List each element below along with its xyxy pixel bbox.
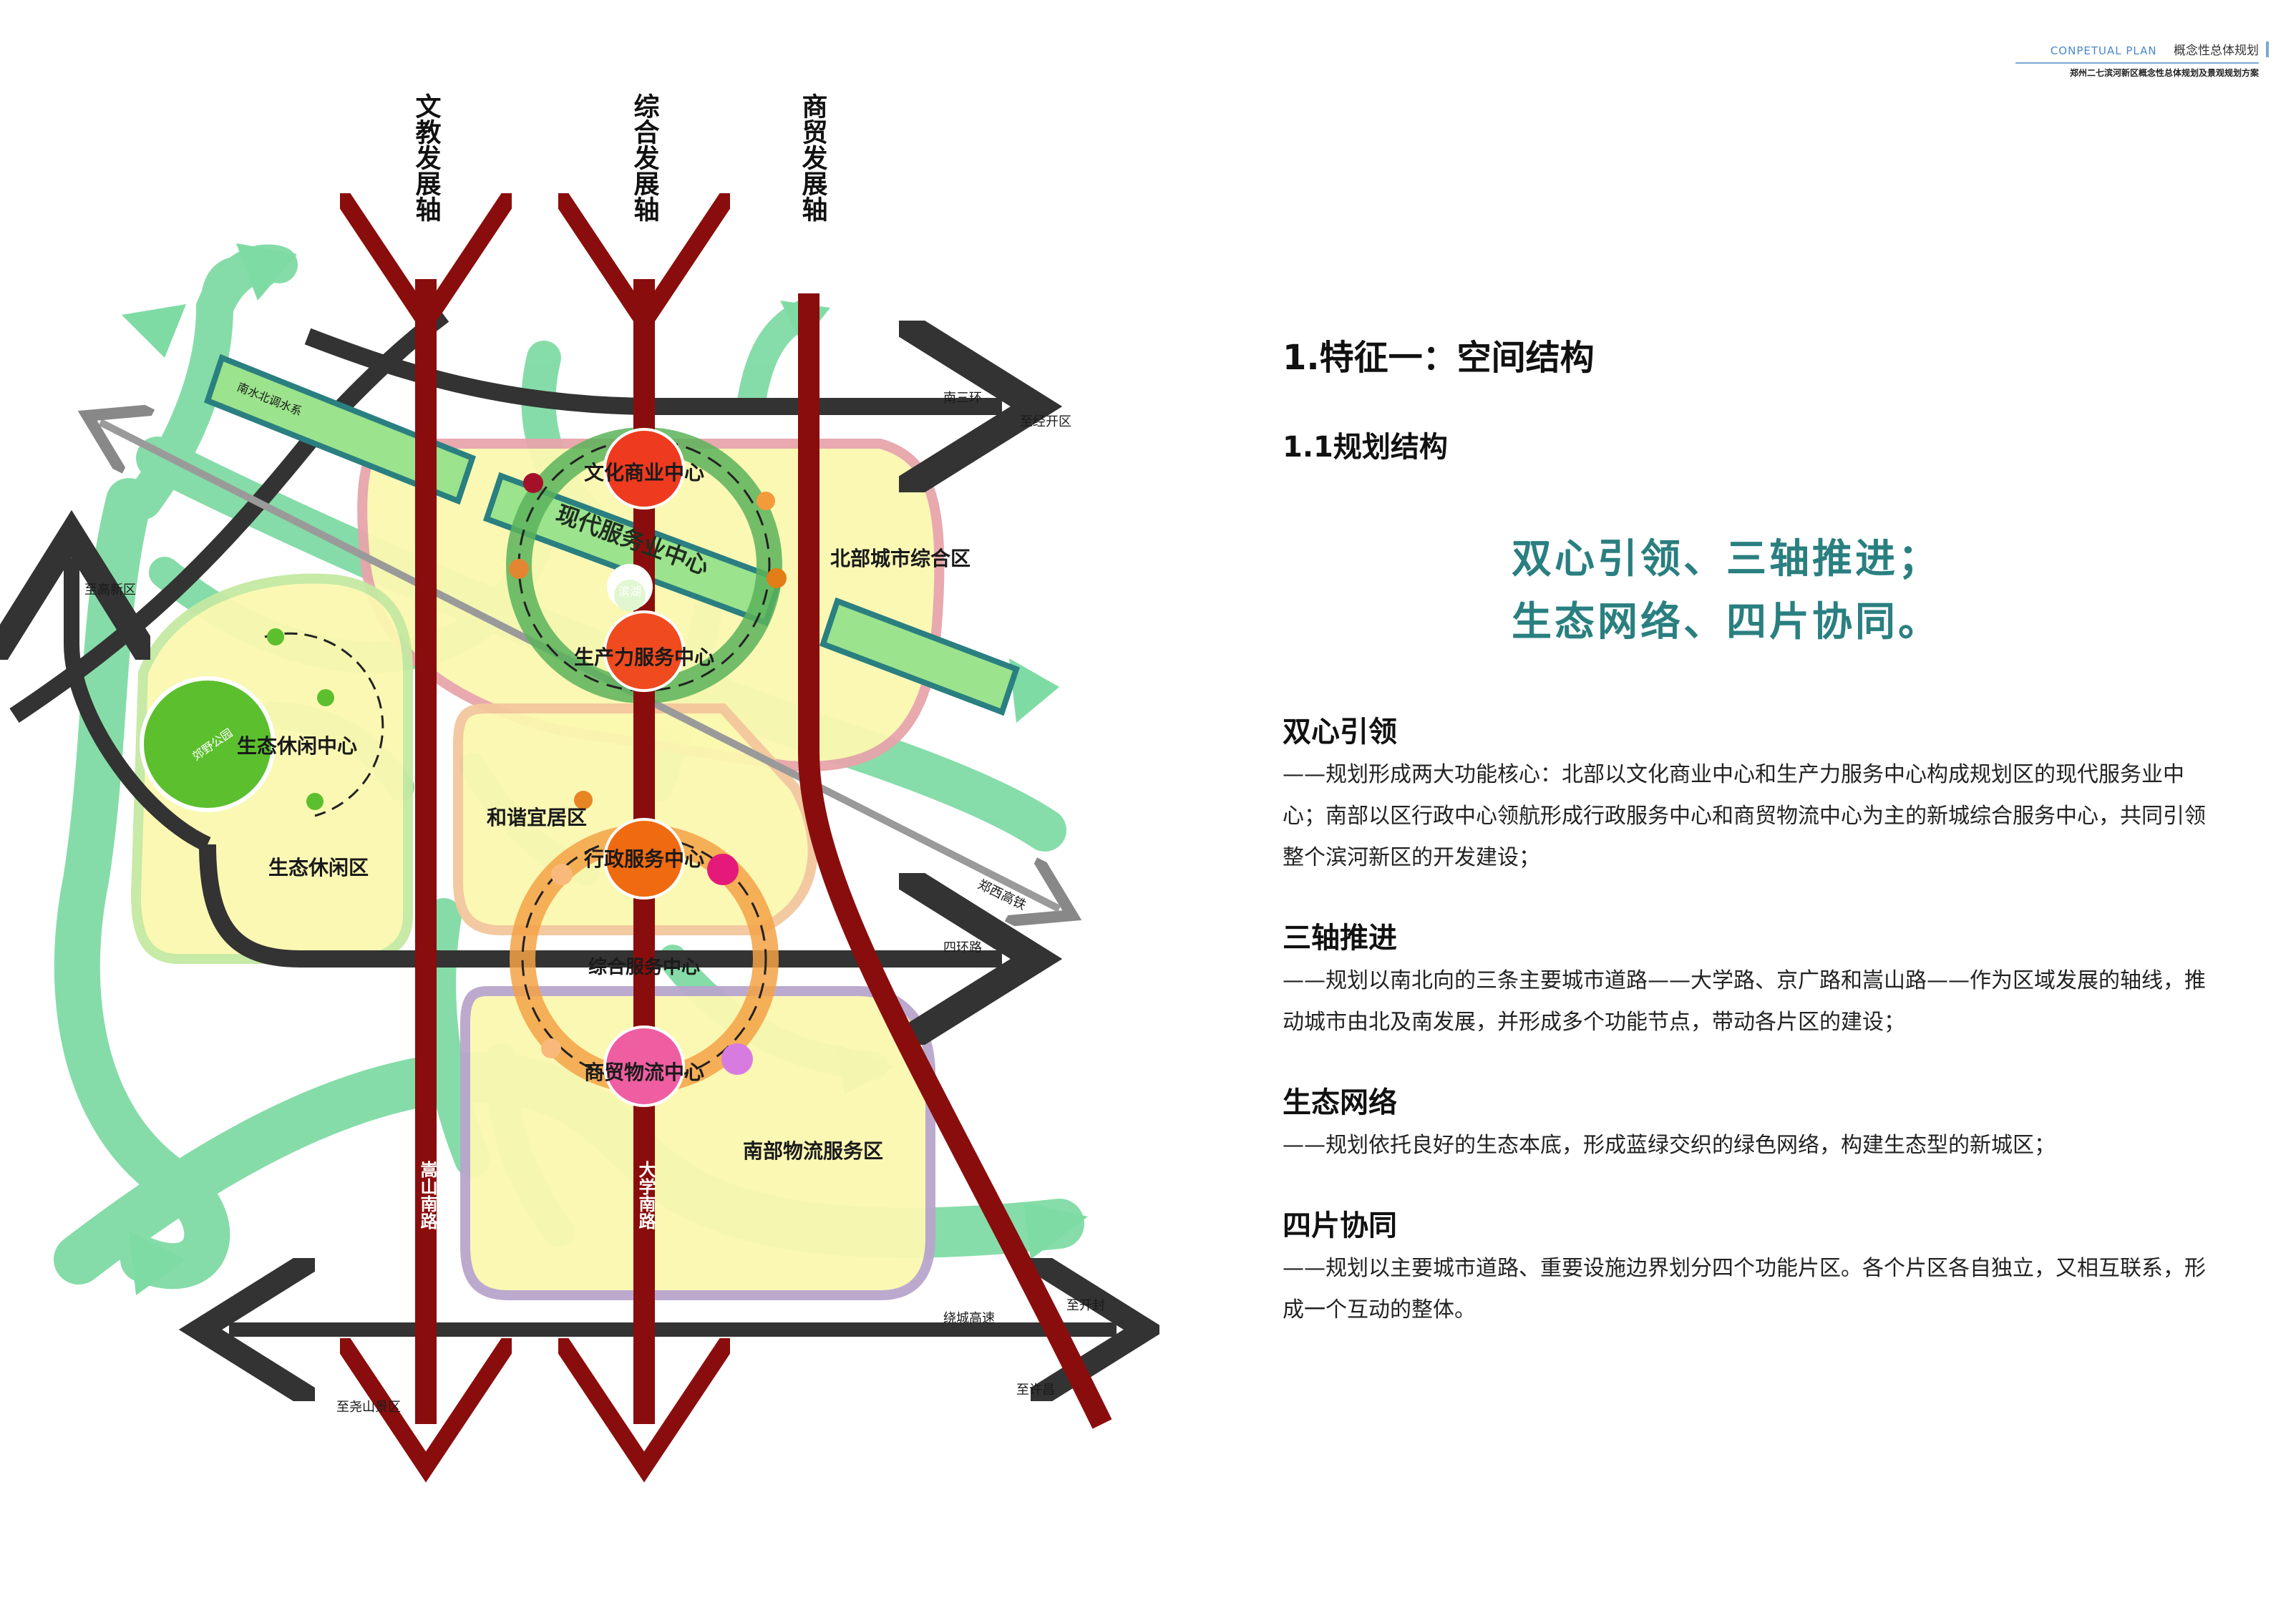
text-panel: 1.特征一：空间结构 1.1规划结构 双心引领、三轴推进； 生态网络、四片协同。… bbox=[1283, 329, 2206, 1322]
eco-center-node bbox=[140, 676, 276, 812]
eco-center-label: 生态休闲中心 bbox=[237, 734, 357, 758]
header-title: 概念性总体规划 bbox=[2174, 44, 2259, 58]
feature-title: 四片协同 bbox=[1283, 1209, 1397, 1242]
small-nodes bbox=[267, 473, 787, 1075]
center-discs bbox=[140, 428, 685, 1107]
feature-title: 三轴推进 bbox=[1283, 922, 1397, 955]
axis-right-title: 商贸发展轴 bbox=[798, 93, 828, 222]
road-raocheng-label: 绕城高速 bbox=[943, 1311, 995, 1326]
trade-center-node bbox=[603, 1025, 685, 1107]
road-sihuan-label: 四环路 bbox=[943, 940, 982, 955]
zone-eco-label: 生态休闲区 bbox=[268, 856, 369, 879]
admin-center-label: 行政服务中心 bbox=[583, 847, 704, 871]
dest-kaifeng: 至开封 bbox=[1066, 1298, 1105, 1313]
slogan-line-1: 双心引领、三轴推进； bbox=[1512, 536, 1941, 583]
slogan-line-2: 生态网络、四片协同。 bbox=[1512, 599, 1941, 645]
section-heading: 1.特征一：空间结构 bbox=[1283, 338, 1595, 378]
lake-label: 滨湖 bbox=[618, 585, 641, 598]
feature-body: ——规划以主要城市道路、重要设施边界划分四个功能片区。各个片区各自独立，又相互联… bbox=[1283, 1256, 2206, 1322]
feature-body: ——规划依托良好的生态本底，形成蓝绿交织的绿色网络，构建生态型的新城区； bbox=[1283, 1133, 2056, 1158]
road-sihuan bbox=[199, 844, 1002, 959]
dest-gaoxin: 至高新区 bbox=[84, 583, 136, 598]
zone-north-label: 北部城市综合区 bbox=[830, 547, 971, 570]
feature-title: 生态网络 bbox=[1283, 1086, 1397, 1119]
header-subtitle: 郑州二七滨河新区概念性总体规划及景观规划方案 bbox=[2069, 68, 2259, 78]
road-daxue-label: 大学南路 bbox=[636, 1161, 656, 1229]
feature-body: ——规划形成两大功能核心：北部以文化商业中心和生产力服务中心构成规划区的现代服务… bbox=[1283, 762, 2206, 870]
feature-title: 双心引领 bbox=[1283, 716, 1397, 749]
header-rule bbox=[2015, 62, 2259, 64]
header-english: CONPETUAL PLAN bbox=[2050, 44, 2157, 57]
road-jingguang-label: 京广路 bbox=[998, 1164, 1054, 1206]
road-gaoxin bbox=[64, 558, 211, 852]
road-songshan-label: 嵩山南路 bbox=[417, 1161, 437, 1229]
feature-block: 四片协同 ——规划以主要城市道路、重要设施边界划分四个功能片区。各个片区各自独立… bbox=[1283, 1202, 2206, 1331]
productivity-center-label: 生产力服务中心 bbox=[574, 645, 714, 669]
zone-south-label: 南部物流服务区 bbox=[743, 1139, 883, 1163]
feature-block: 生态网络 ——规划依托良好的生态本底，形成蓝绿交织的绿色网络，构建生态型的新城区… bbox=[1283, 1079, 2206, 1166]
axis-right bbox=[798, 293, 1112, 1429]
productivity-center-node bbox=[603, 610, 685, 692]
header-accent-bar bbox=[2266, 42, 2269, 57]
page-header: CONPETUAL PLAN 概念性总体规划 郑州二七滨河新区概念性总体规划及景… bbox=[2015, 40, 2269, 79]
trade-center-label: 商贸物流中心 bbox=[584, 1061, 704, 1084]
feature-block: 三轴推进 ——规划以南北向的三条主要城市道路——大学路、京广路和嵩山路——作为区… bbox=[1283, 915, 2206, 1043]
axis-left-title: 文教发展轴 bbox=[412, 93, 442, 222]
feature-body: ——规划以南北向的三条主要城市道路——大学路、京广路和嵩山路——作为区域发展的轴… bbox=[1283, 968, 2206, 1035]
slogan: 双心引领、三轴推进； 生态网络、四片协同。 bbox=[1512, 528, 2206, 654]
zone-harmony-label: 和谐宜居区 bbox=[487, 806, 587, 829]
culture-center-node bbox=[603, 428, 685, 510]
map-labels: 文教发展轴 综合发展轴 商贸发展轴 南三环 至经开区 至高新区 四环路 郑西高铁… bbox=[84, 93, 1105, 1415]
structure-map: 文教发展轴 综合发展轴 商贸发展轴 南三环 至经开区 至高新区 四环路 郑西高铁… bbox=[0, 93, 1159, 1623]
subsection-heading: 1.1规划结构 bbox=[1283, 431, 1448, 464]
feature-block: 双心引领 ——规划形成两大功能核心：北部以文化商业中心和生产力服务中心构成规划区… bbox=[1283, 708, 2206, 879]
comprehensive-center-label: 综合服务中心 bbox=[588, 956, 700, 978]
dest-yaoshan: 至尧山景区 bbox=[336, 1400, 401, 1415]
axis-middle-title: 综合发展轴 bbox=[630, 93, 660, 222]
admin-center-node bbox=[603, 818, 685, 900]
dest-xuchang: 至许昌 bbox=[1016, 1383, 1055, 1398]
culture-center-label: 文化商业中心 bbox=[584, 461, 704, 484]
road-nansanhuan-label: 南三环 bbox=[943, 391, 982, 406]
dest-jingkai: 至经开区 bbox=[1020, 414, 1071, 429]
